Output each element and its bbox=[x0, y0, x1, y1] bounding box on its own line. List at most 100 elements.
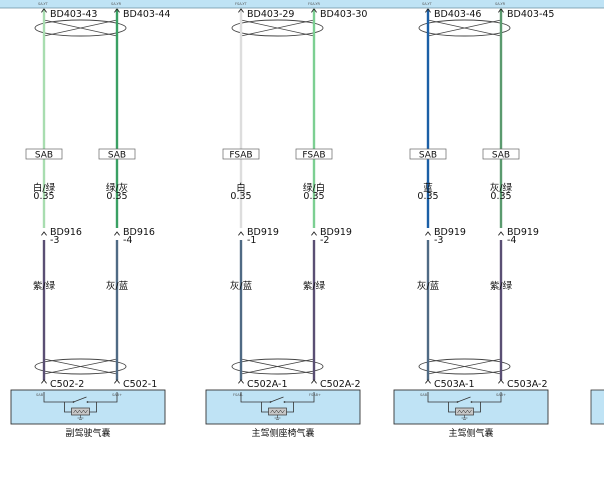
top-pin-mark: SA-YR bbox=[495, 2, 506, 6]
lower-wire-color-label: 灰/蓝 bbox=[230, 280, 253, 292]
airbag-module-title: 主驾侧座椅气囊 bbox=[251, 427, 314, 439]
twist-cross bbox=[43, 19, 118, 37]
wire-color-label: 绿/灰 bbox=[106, 182, 128, 194]
twisted-pair-marker bbox=[34, 358, 127, 375]
shield-tag-label: FSAB bbox=[229, 151, 252, 161]
inline-connector-label: BD919 bbox=[507, 227, 539, 238]
connector-arrow-icon bbox=[114, 231, 120, 236]
shield-tag-box bbox=[98, 148, 136, 160]
twisted-pair-marker bbox=[231, 358, 324, 375]
connector-arrow-icon bbox=[498, 231, 504, 236]
bottom-connector-label: C503A-1 bbox=[434, 379, 475, 390]
shield-tag-box bbox=[222, 148, 260, 160]
inline-connector-label: BD916 bbox=[123, 227, 155, 238]
switch-contact-dot bbox=[283, 401, 286, 403]
resistor-zigzag bbox=[73, 409, 88, 414]
twist-cross bbox=[240, 19, 315, 37]
circuit-2: FSA-YTBD403-29FSAB白0.35BD919-1灰/蓝C502A-1… bbox=[205, 2, 367, 439]
shield-tag-label: SAB bbox=[35, 151, 53, 161]
lower-wire-color-label: 灰/蓝 bbox=[417, 280, 440, 292]
connector-arrow-icon bbox=[311, 379, 317, 384]
connector-arrow-icon bbox=[238, 231, 244, 236]
module-pin-mark: FSAB+ bbox=[309, 393, 321, 397]
module-pin-mark: SAB- bbox=[420, 393, 429, 397]
wire-color-label: 灰/绿 bbox=[490, 182, 513, 194]
airbag-module-3: SAB-SAB+主驾侧气囊 bbox=[393, 389, 549, 439]
shield-tag-label: SAB bbox=[108, 151, 126, 161]
twist-cross bbox=[240, 358, 315, 375]
top-pin-mark: SA-YR bbox=[111, 2, 122, 6]
connector-arrow-icon bbox=[311, 8, 317, 13]
top-pin-mark: SA-YT bbox=[422, 2, 433, 6]
lower-wire-color-label: 紫/绿 bbox=[33, 280, 56, 292]
connector-arrow-icon bbox=[425, 231, 431, 236]
connector-arrow-icon bbox=[425, 8, 431, 13]
top-connector-label: BD403-45 bbox=[507, 9, 554, 20]
twist-cross bbox=[427, 358, 502, 375]
twist-cross bbox=[43, 358, 118, 375]
wire-gauge-label: 0.35 bbox=[303, 191, 324, 202]
twist-cross bbox=[427, 19, 502, 37]
airbag-module-title: 副驾驶气囊 bbox=[65, 427, 110, 439]
top-connector-strip bbox=[0, 0, 604, 8]
wire-gauge-label: 0.35 bbox=[417, 191, 438, 202]
wire-color-label: 白/绿 bbox=[33, 182, 56, 194]
shield-tag-label: SAB bbox=[492, 151, 510, 161]
module-internal-wiring bbox=[240, 392, 315, 403]
twisted-pair-marker bbox=[231, 19, 324, 37]
wire-gauge-label: 0.35 bbox=[490, 191, 511, 202]
inline-pin-label: -4 bbox=[507, 235, 516, 246]
module-pin-mark: SAB bbox=[36, 393, 44, 397]
connector-arrow-icon bbox=[498, 379, 504, 384]
top-pin-mark: FSA-YR bbox=[308, 2, 321, 6]
squib-wiring bbox=[261, 402, 294, 413]
inline-connector-label: BD919 bbox=[247, 227, 279, 238]
inline-pin-label: -3 bbox=[434, 235, 443, 246]
airbag-module-box bbox=[10, 389, 166, 425]
wire-color-label: 绿/白 bbox=[303, 182, 325, 194]
twisted-pair-marker bbox=[418, 19, 511, 37]
top-connector-label: BD403-29 bbox=[247, 9, 294, 20]
wire-color-label: 蓝 bbox=[423, 182, 433, 194]
airbag-module-box bbox=[393, 389, 549, 425]
lower-wire-color-label: 灰/蓝 bbox=[106, 280, 129, 292]
ground-icon bbox=[461, 415, 468, 420]
next-module-edge bbox=[590, 389, 604, 425]
connector-arrow-icon bbox=[425, 379, 431, 384]
wire-gauge-label: 0.35 bbox=[33, 191, 54, 202]
ground-icon bbox=[77, 415, 84, 420]
airbag-module-box bbox=[205, 389, 361, 425]
module-internal-wiring bbox=[43, 392, 118, 403]
connector-arrow-icon bbox=[41, 379, 47, 384]
shield-tag-box bbox=[295, 148, 333, 160]
bottom-connector-label: C502-1 bbox=[123, 379, 157, 390]
connector-arrow-icon bbox=[238, 8, 244, 13]
inline-pin-label: -2 bbox=[320, 235, 329, 246]
circuit-1: SA-YTBD403-43SAB白/绿0.35BD916-3紫/绿C502-2S… bbox=[10, 2, 170, 439]
module-internal-wiring bbox=[427, 392, 502, 403]
wire-gauge-label: 0.35 bbox=[230, 191, 251, 202]
bottom-connector-label: C502A-1 bbox=[247, 379, 288, 390]
shield-tag-label: SAB bbox=[419, 151, 437, 161]
airbag-module-2: FSAB-FSAB+主驾侧座椅气囊 bbox=[205, 389, 361, 439]
lower-wire-color-label: 紫/绿 bbox=[490, 280, 513, 292]
connector-arrow-icon bbox=[114, 8, 120, 13]
switch-contact-dot bbox=[456, 401, 459, 403]
connector-arrow-icon bbox=[238, 379, 244, 384]
wire-color-label: 白 bbox=[236, 182, 246, 194]
top-pin-mark: FSA-YT bbox=[235, 2, 248, 6]
connector-arrow-icon bbox=[311, 231, 317, 236]
top-connector-label: BD403-43 bbox=[50, 9, 97, 20]
inline-connector-label: BD919 bbox=[434, 227, 466, 238]
bottom-connector-label: C503A-2 bbox=[507, 379, 548, 390]
airbag-module-title: 主驾侧气囊 bbox=[448, 427, 493, 439]
bottom-connector-label: C502A-2 bbox=[320, 379, 361, 390]
switch-contact-dot bbox=[86, 401, 89, 403]
inline-connector-label: BD916 bbox=[50, 227, 82, 238]
inline-pin-label: -1 bbox=[247, 235, 256, 246]
